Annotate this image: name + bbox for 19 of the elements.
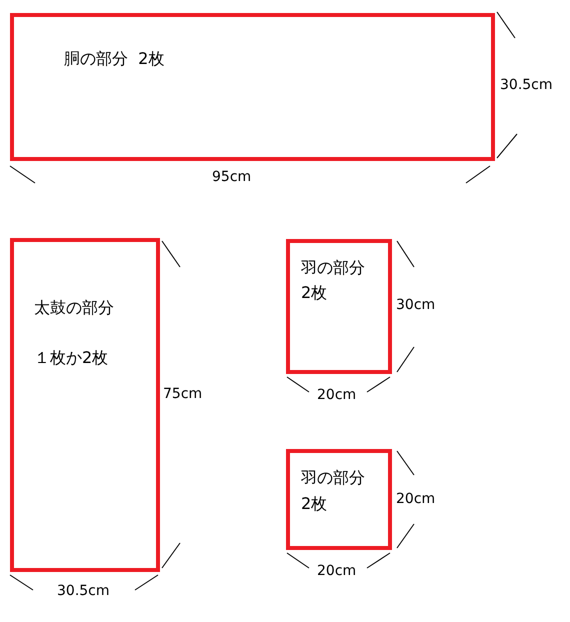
dimension-label: 95cm	[212, 168, 252, 186]
dimension-label: 30.5cm	[57, 582, 110, 600]
dimension-label: 30cm	[396, 296, 436, 314]
dimension-label: 20cm	[317, 562, 356, 580]
piece-label: 胴の部分 2枚	[64, 49, 164, 69]
pattern-piece-outline	[10, 13, 495, 161]
piece-label: 2枚	[301, 283, 328, 303]
dimension-label: 20cm	[396, 490, 436, 508]
pattern-piece-outline	[10, 238, 160, 572]
piece-label: １枚か2枚	[34, 348, 108, 368]
pattern-piece-outline	[286, 239, 392, 374]
dimension-label: 75cm	[163, 385, 202, 403]
piece-label: 太鼓の部分	[34, 298, 114, 318]
pattern-piece-outline	[286, 449, 392, 550]
dimension-label: 30.5cm	[500, 76, 553, 94]
piece-label: 羽の部分	[301, 468, 365, 488]
piece-label: 羽の部分	[301, 258, 365, 278]
piece-label: 2枚	[301, 494, 328, 514]
dimension-label: 20cm	[317, 386, 356, 404]
